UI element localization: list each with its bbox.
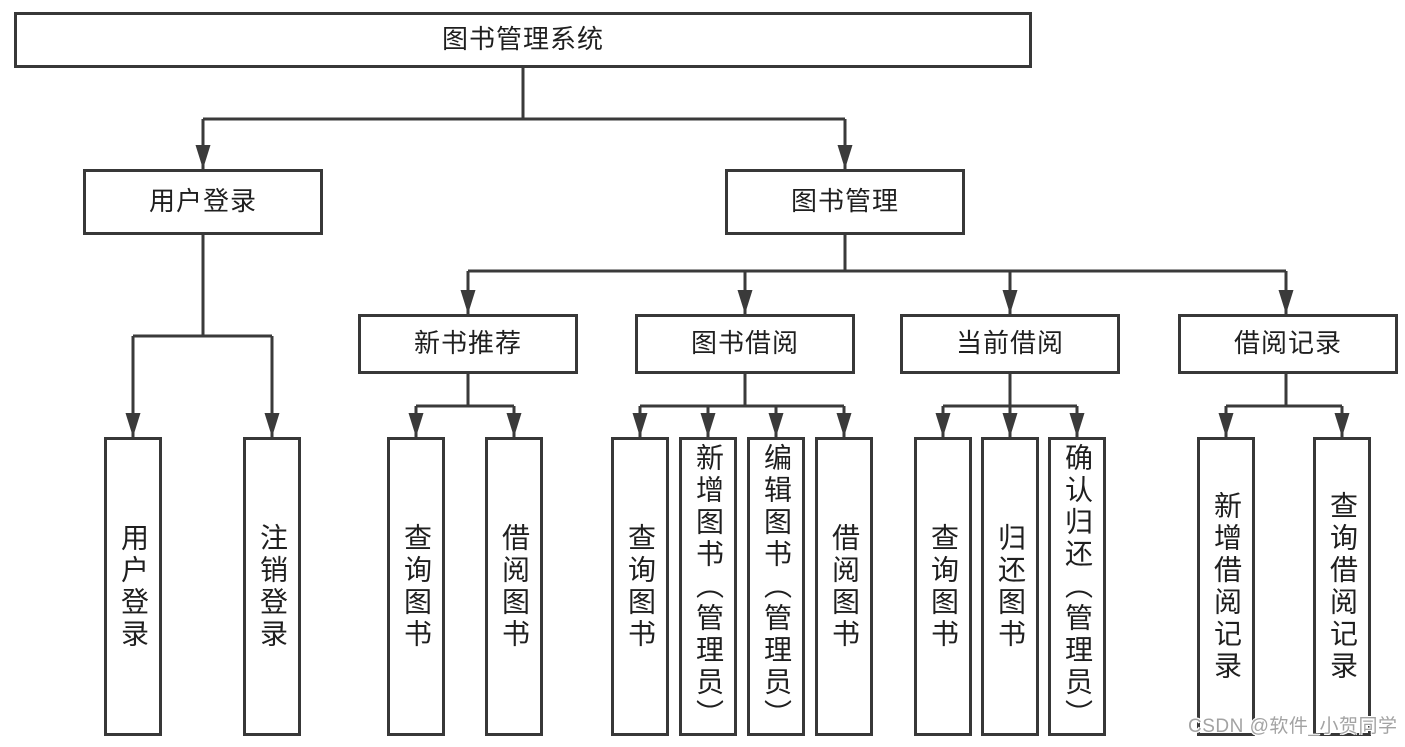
node-new-book-recommend: 新书推荐 xyxy=(358,314,578,374)
node-book-borrow: 图书借阅 xyxy=(635,314,855,374)
leaf-query-books-recommend: 查询图书 xyxy=(387,437,445,736)
leaf-add-borrow-record: 新增借阅记录 xyxy=(1197,437,1255,736)
node-book-management: 图书管理 xyxy=(725,169,965,235)
leaf-query-books-borrow: 查询图书 xyxy=(611,437,669,736)
leaf-confirm-return-admin: 确认归还（管理员） xyxy=(1048,437,1106,736)
node-label: 当前借阅 xyxy=(955,328,1064,359)
node-label: 查询借阅记录 xyxy=(1327,490,1358,683)
connector-root-to-level2 xyxy=(195,68,853,169)
leaf-logout: 注销登录 xyxy=(243,437,301,736)
node-label: 新增图书（管理员） xyxy=(693,442,724,731)
leaf-query-borrow-record: 查询借阅记录 xyxy=(1313,437,1371,736)
node-label: 编辑图书（管理员） xyxy=(761,442,792,731)
node-label: 借阅记录 xyxy=(1233,328,1342,359)
node-label: 归还图书 xyxy=(995,522,1026,651)
leaf-add-book-admin: 新增图书（管理员） xyxy=(679,437,737,736)
node-label: 确认归还（管理员） xyxy=(1062,442,1093,731)
watermark-text: CSDN @软件_小贺同学 xyxy=(1188,716,1398,737)
node-label: 注销登录 xyxy=(257,522,288,651)
connector-book-borrow xyxy=(632,374,852,437)
node-root-system: 图书管理系统 xyxy=(14,12,1032,68)
node-label: 查询图书 xyxy=(625,522,656,651)
connector-current-borrow xyxy=(935,374,1085,437)
leaf-borrow-books: 借阅图书 xyxy=(815,437,873,736)
leaf-user-login: 用户登录 xyxy=(104,437,162,736)
node-label: 用户登录 xyxy=(148,186,257,217)
connector-book-management-to-level3 xyxy=(460,235,1294,314)
node-label: 借阅图书 xyxy=(829,522,860,651)
node-label: 图书管理 xyxy=(790,186,899,217)
node-label: 用户登录 xyxy=(118,522,149,651)
leaf-return-book: 归还图书 xyxy=(981,437,1039,736)
node-user-login-branch: 用户登录 xyxy=(83,169,323,235)
connector-new-book-recommend xyxy=(408,374,522,437)
node-label: 新书推荐 xyxy=(413,328,522,359)
node-current-borrow: 当前借阅 xyxy=(900,314,1120,374)
node-label: 借阅图书 xyxy=(499,522,530,651)
leaf-query-books-current: 查询图书 xyxy=(914,437,972,736)
leaf-edit-book-admin: 编辑图书（管理员） xyxy=(747,437,805,736)
node-label: 图书借阅 xyxy=(690,328,799,359)
node-label: 查询图书 xyxy=(401,522,432,651)
connector-user-login-branch xyxy=(125,235,280,437)
node-label: 查询图书 xyxy=(928,522,959,651)
node-label: 图书管理系统 xyxy=(441,24,604,55)
connector-borrow-records xyxy=(1218,374,1350,437)
node-label: 新增借阅记录 xyxy=(1211,490,1242,683)
node-borrow-records: 借阅记录 xyxy=(1178,314,1398,374)
leaf-borrow-books-recommend: 借阅图书 xyxy=(485,437,543,736)
